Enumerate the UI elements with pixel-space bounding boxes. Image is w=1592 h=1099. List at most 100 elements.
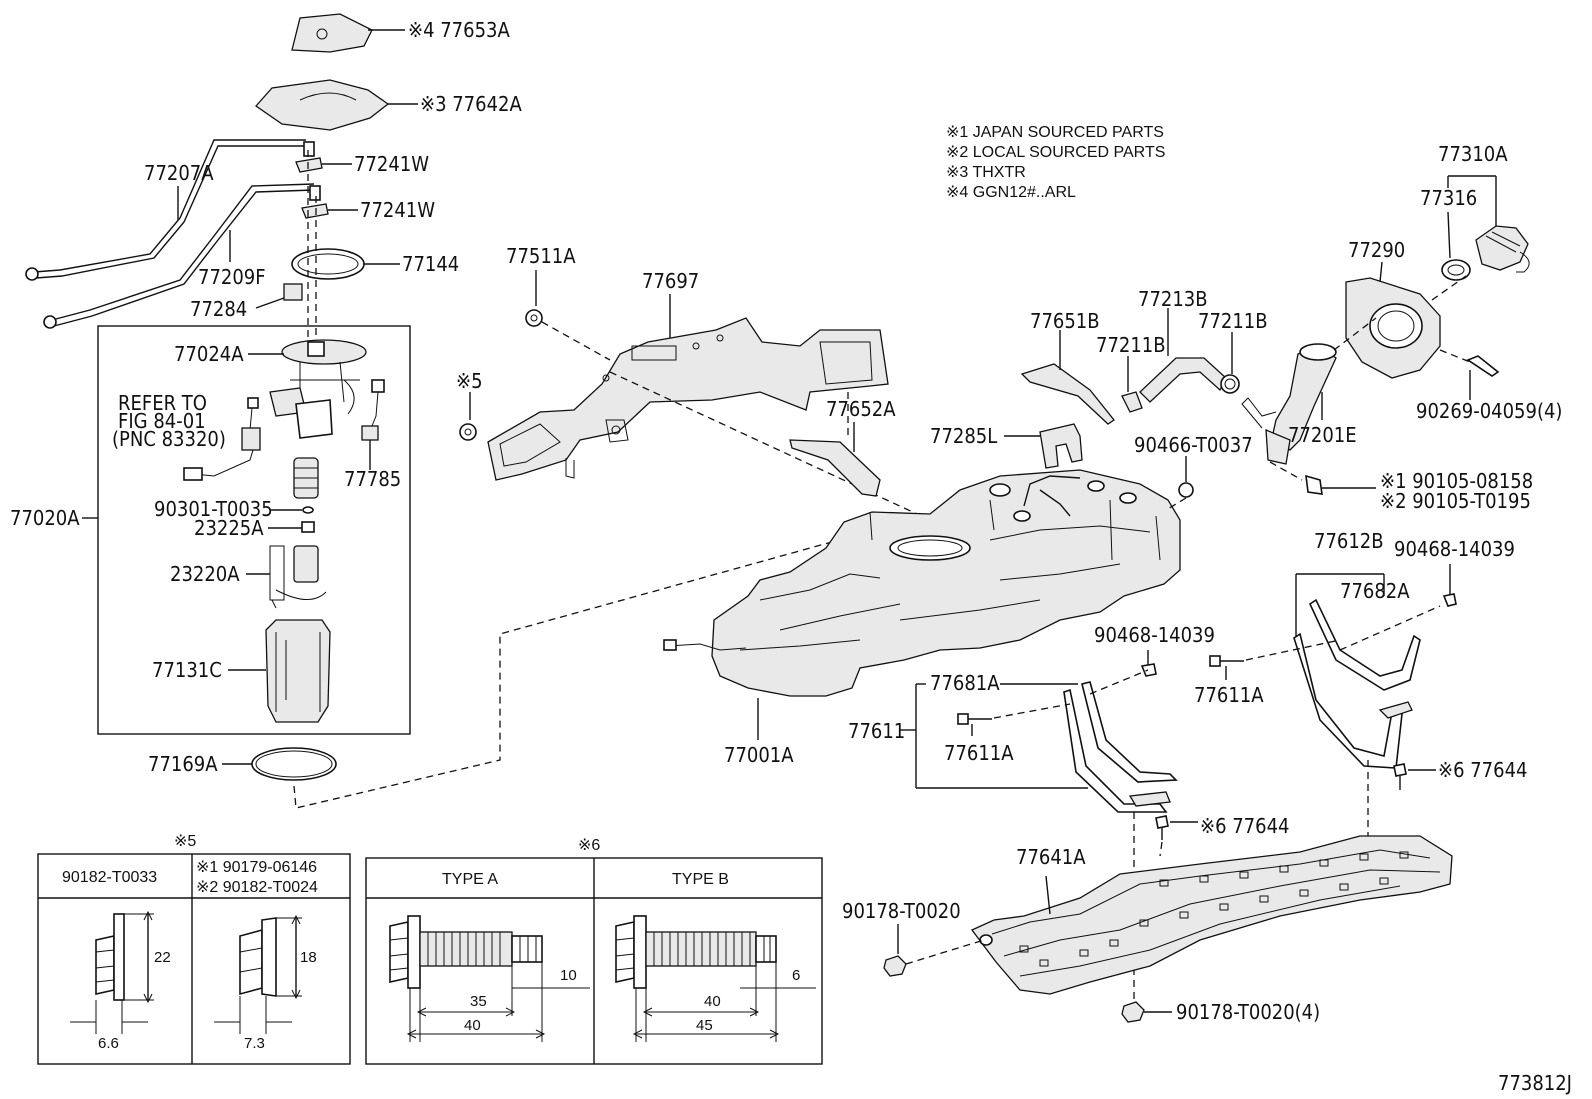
- refer-line-1: REFER TO: [118, 391, 207, 415]
- part-77241W-upper: [295, 141, 352, 173]
- label-77612B: 77612B: [1314, 529, 1384, 553]
- label-77213B: 77213B: [1138, 287, 1208, 311]
- bolt-90179-06146: [214, 914, 302, 1034]
- label-77241W-1: 77241W: [354, 152, 429, 176]
- part-90468-14039-2: [1140, 663, 1157, 677]
- table5-col2b: ※2 90182-T0024: [196, 879, 318, 896]
- bolt-type-b: [615, 915, 816, 1042]
- part-77697: [487, 294, 889, 481]
- label-77316: 77316: [1420, 186, 1477, 210]
- part-77144: [291, 248, 400, 280]
- bracket-77612B: [1295, 573, 1385, 636]
- label-90468-14039-1: 90468-14039: [1394, 537, 1515, 561]
- label-77611A-1: 77611A: [1194, 683, 1264, 707]
- note-4: ※4 GGN12#..ARL: [946, 184, 1076, 201]
- label-77290: 77290: [1348, 238, 1405, 262]
- label-77201E: 77201E: [1288, 423, 1357, 447]
- part-77284: [255, 283, 303, 309]
- part-90466-T0037: [1178, 456, 1194, 498]
- part-77241W-lower: [301, 185, 358, 219]
- part-90178-T0020-bottom: [1121, 1001, 1172, 1023]
- label-23225A: 23225A: [194, 516, 264, 540]
- label-90468-14039-2: 90468-14039: [1094, 623, 1215, 647]
- part-77642A: [255, 79, 418, 131]
- label-90269-04059: 90269-04059(4): [1416, 399, 1562, 423]
- part-77644-center: [1155, 815, 1198, 840]
- part-90468-14039-1: [1442, 593, 1457, 607]
- label-77681A: 77681A: [930, 671, 1000, 695]
- part-77652A: [789, 422, 881, 497]
- label-90105-08158: ※1 90105-08158: [1380, 469, 1533, 493]
- bracket-77611: [915, 683, 1088, 789]
- table5-col1: 90182-T0033: [62, 869, 157, 886]
- part-77211B-right: [1220, 332, 1240, 394]
- part-23220A: [246, 545, 327, 609]
- part-77644-right: [1393, 763, 1436, 790]
- label-77641A: 77641A: [1016, 845, 1086, 869]
- part-77169A: [222, 747, 337, 781]
- label-77511A: 77511A: [506, 244, 576, 268]
- part-90269-04059: [1466, 355, 1500, 400]
- part-77316-cap: [1475, 225, 1530, 273]
- dim-b-6: 6: [792, 967, 800, 984]
- part-77131C: [228, 619, 331, 723]
- label-77001A: 77001A: [724, 743, 794, 767]
- note-3: ※3 THXTR: [946, 164, 1026, 181]
- table5-col2a: ※1 90179-06146: [196, 859, 317, 876]
- part-77310A-ring: [1441, 259, 1471, 281]
- label-77285L: 77285L: [930, 424, 997, 448]
- label-90301-T0035: 90301-T0035: [154, 497, 273, 521]
- wire-77207A: [25, 139, 306, 281]
- part-77511A: [525, 270, 543, 327]
- bolt-type-a: [389, 915, 590, 1042]
- label-77207A: 77207A: [144, 161, 214, 185]
- label-77697: 77697: [642, 269, 699, 293]
- label-77024A: 77024A: [174, 342, 244, 366]
- label-77144: 77144: [402, 252, 459, 276]
- label-77611A-2: 77611A: [944, 741, 1014, 765]
- dim-b-45: 45: [696, 1017, 713, 1034]
- pump-assembly-box: [97, 325, 411, 735]
- dim-6-6: 6.6: [98, 1035, 119, 1052]
- label-77169A: 77169A: [148, 752, 218, 776]
- note-1: ※1 JAPAN SOURCED PARTS: [946, 124, 1164, 141]
- part-filter: [293, 457, 319, 499]
- label-77653A: ※4 77653A: [408, 18, 510, 42]
- part-77211B-left: [1121, 356, 1143, 413]
- label-77020A: 77020A: [10, 506, 80, 530]
- label-77642A: ※3 77642A: [420, 92, 522, 116]
- bracket-77310A: [1447, 175, 1497, 226]
- part-77001A-fuel-tank: [663, 469, 1181, 740]
- label-23220A: 23220A: [170, 562, 240, 586]
- part-77611A-upper: [1209, 655, 1244, 680]
- note-2: ※2 LOCAL SOURCED PARTS: [946, 144, 1165, 161]
- label-77652A: 77652A: [826, 397, 896, 421]
- label-90466-T0037: 90466-T0037: [1134, 433, 1253, 457]
- label-77310A: 77310A: [1438, 142, 1508, 166]
- dim-22: 22: [154, 949, 171, 966]
- label-77644-1: ※6 77644: [1438, 758, 1527, 782]
- part-23225A: [301, 521, 315, 533]
- dim-7-3: 7.3: [244, 1035, 265, 1052]
- label-77682A: 77682A: [1340, 579, 1410, 603]
- part-77682A-strap: [1293, 598, 1421, 769]
- table6-type-a: TYPE A: [442, 871, 498, 888]
- part-77285L: [1004, 423, 1083, 469]
- part-77681A-strap: [1063, 681, 1178, 813]
- part-77653A: [291, 13, 405, 53]
- part-77611A-lower: [957, 713, 992, 736]
- label-77644-2: ※6 77644: [1200, 814, 1289, 838]
- part-77290: [1345, 261, 1441, 379]
- label-90105-T0195: ※2 90105-T0195: [1380, 489, 1531, 513]
- part-90105: [1305, 474, 1376, 495]
- table6: [365, 857, 823, 1065]
- part-77641A: [970, 835, 1453, 995]
- part-77651B: [1020, 330, 1115, 425]
- part-90301-T0035: [302, 506, 314, 514]
- part-77024A: [248, 339, 367, 439]
- dim-a-35: 35: [470, 993, 487, 1010]
- table6-type-b: TYPE B: [672, 871, 729, 888]
- label-77211B-2: 77211B: [1198, 309, 1268, 333]
- label-90178-T0020: 90178-T0020: [842, 899, 961, 923]
